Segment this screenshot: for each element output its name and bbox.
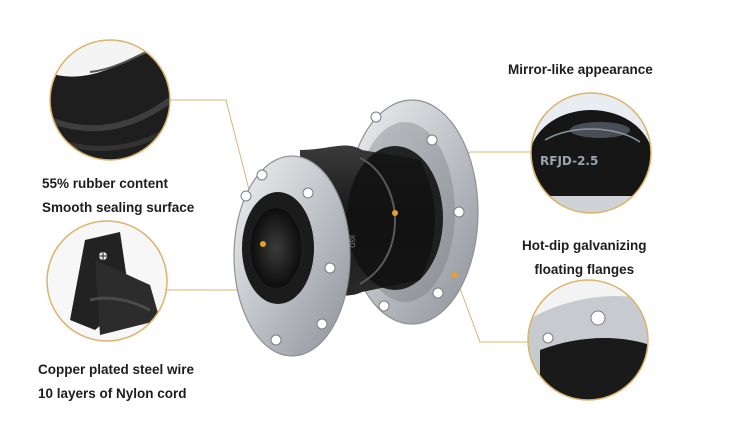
annotation-wire-line1: Copper plated steel wire — [38, 362, 195, 377]
annotation-mirror: Mirror-like appearance — [508, 58, 653, 82]
annotation-flange-line1: Hot-dip galvanizing — [522, 238, 647, 253]
detail-circle-rubber — [49, 39, 171, 161]
annotation-rubber-line2: Smooth sealing surface — [42, 200, 195, 215]
detail-circle-wire — [46, 220, 168, 342]
detail-circle-mirror: RFJD-2.5 — [530, 92, 652, 214]
svg-text:RFJD-2.5: RFJD-2.5 — [540, 154, 598, 168]
marker-flange — [452, 272, 458, 278]
annotation-wire: Copper plated steel wire 10 layers of Ny… — [38, 358, 194, 406]
annotation-wire-line2: 10 layers of Nylon cord — [38, 386, 187, 401]
detail-circle-flange — [527, 279, 649, 401]
annotation-rubber-line1: 55% rubber content — [42, 176, 169, 191]
leader-line-flange — [454, 274, 528, 343]
annotation-flange-line2: floating flanges — [534, 262, 635, 277]
svg-text:JGD: JGD — [348, 234, 356, 248]
marker-body — [392, 210, 398, 216]
front-flange — [233, 155, 351, 357]
annotation-flange: Hot-dip galvanizing floating flanges — [522, 234, 647, 282]
callout-markers — [260, 210, 458, 278]
annotation-rubber: 55% rubber content Smooth sealing surfac… — [42, 172, 194, 220]
annotation-mirror-line1: Mirror-like appearance — [508, 62, 653, 77]
marker-rubber — [260, 241, 266, 247]
